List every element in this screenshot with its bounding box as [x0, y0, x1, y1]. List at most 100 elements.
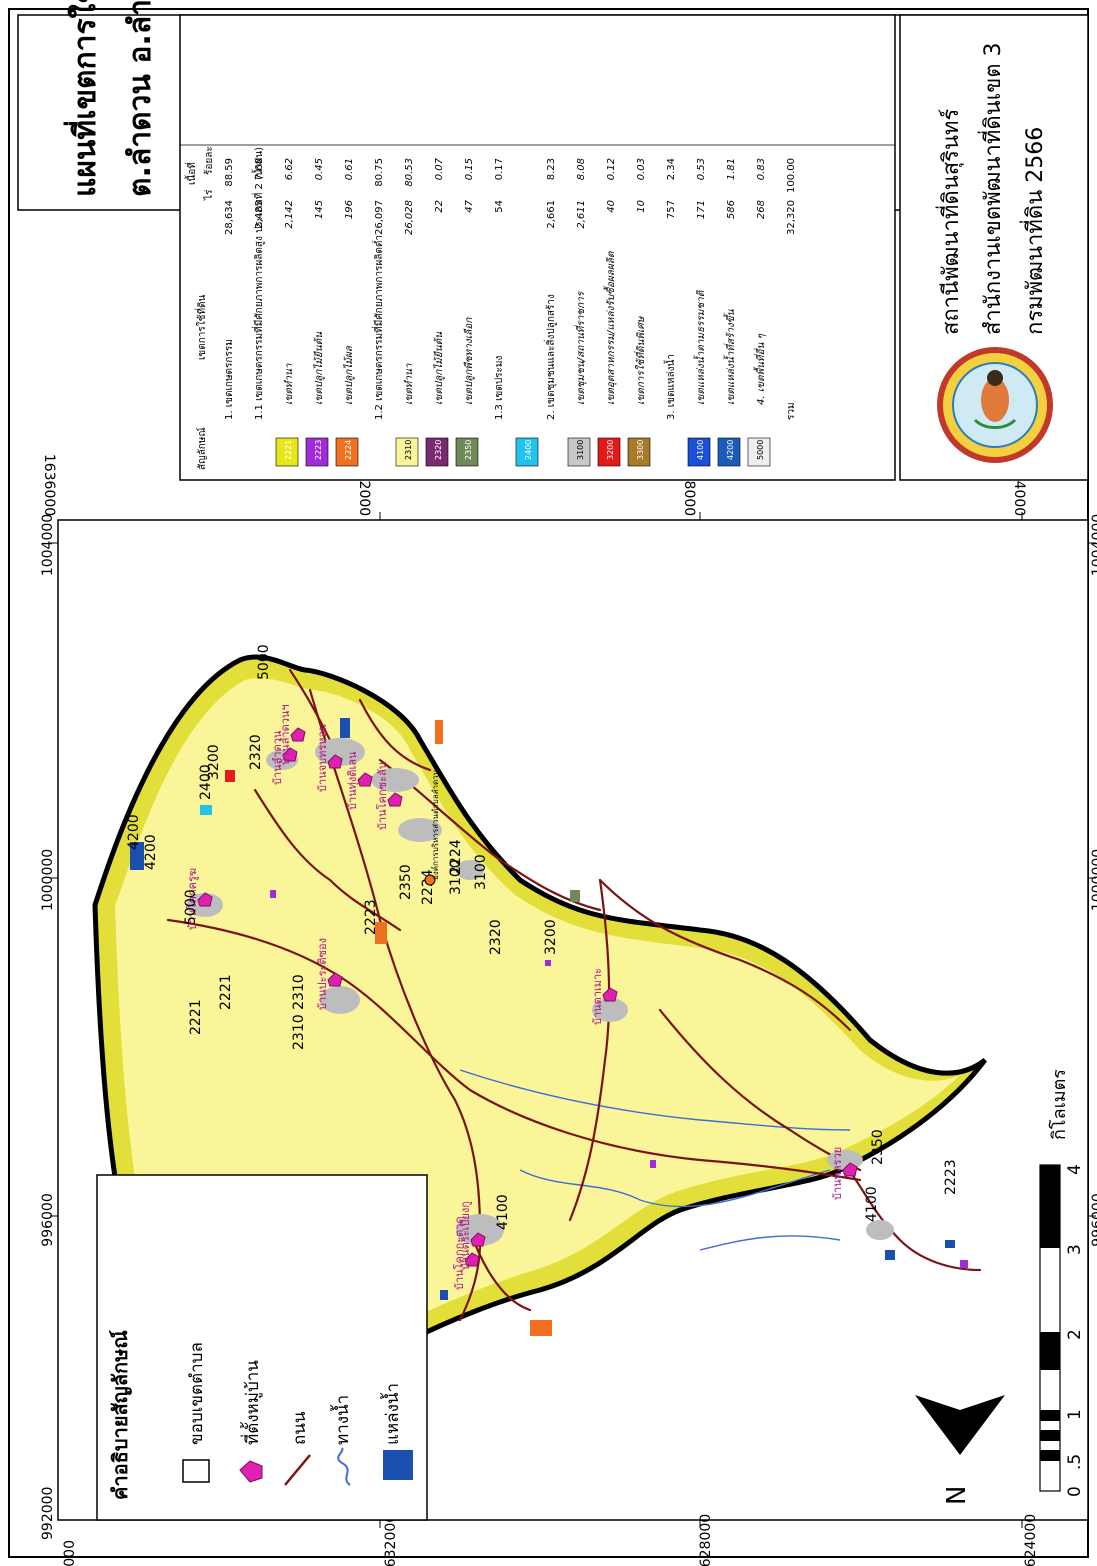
village-pin-7	[602, 987, 618, 1002]
zone-row-name-18: 4. เขตพื้นที่อื่น ๆ	[753, 333, 767, 405]
zone-swatch-code-2320: 2320	[434, 440, 443, 460]
zone-row-rai-8: 47	[464, 199, 475, 212]
village-label-0: บ้านโคกครูฆ	[185, 868, 199, 930]
zone-row-pct-3: 0.45	[314, 158, 325, 180]
zone-row-rai-9: 54	[494, 200, 505, 213]
water-bodies	[130, 718, 955, 1300]
zone-row-name-12: เขตชุมชน/สถานที่ราชการ	[573, 290, 587, 405]
zone-swatch-2320	[425, 437, 449, 467]
village-pin-1	[282, 747, 298, 762]
zone-swatch-3100	[567, 437, 591, 467]
north-label: N	[942, 1486, 972, 1505]
scale-tick-1: 1	[1065, 1409, 1085, 1420]
grid-label-n1636000-bottom: 1636000	[62, 1540, 78, 1566]
zone-row-rai-17: 586	[726, 200, 737, 219]
zone-row-rai-7: 22	[434, 200, 445, 213]
road-line-icon	[284, 1454, 311, 1486]
zone-row-pct-18: 0.83	[756, 158, 767, 180]
office-marker: องค์การบริหารส่วนตำบลลำดวน	[424, 769, 440, 886]
zone-row-name-2: เขตทำนา	[283, 363, 295, 405]
boundary-box-icon	[182, 1459, 210, 1483]
village-pin-5	[357, 772, 373, 787]
table-head-symbol: สัญลักษณ์	[196, 427, 208, 470]
map-zone-label-21: 2223	[943, 1159, 959, 1195]
zone-row-pct-7: 0.07	[434, 157, 445, 180]
village-label-4: บ้านปะระติซอง	[316, 938, 329, 1010]
map-zone-label-6: 5000	[256, 644, 272, 680]
zone-row-pct-5: 80.75	[374, 158, 385, 187]
map-zone-label-8: 2221	[218, 974, 234, 1010]
zone-row-pct-14: 0.03	[636, 158, 647, 180]
zone-row-rai-5: 26,097	[374, 200, 385, 235]
zone-row-name-15: 3. เขตแหล่งน้ำ	[663, 354, 677, 420]
map-zone-label-4: 3200	[206, 744, 222, 780]
zone-row-name-4: เขตปลูกไม้ผล	[343, 345, 355, 405]
scale-tick-0: 0	[1065, 1486, 1085, 1497]
legend-title: คำอธิบายสัญลักษณ์	[108, 1330, 132, 1500]
legend-label-waterbody: แหล่งน้ำ	[380, 1383, 403, 1445]
zone-row-name-0: 1. เขตเกษตรกรรม	[224, 339, 235, 420]
zone-row-name-5: 1.2 เขตเกษตรกรรมที่มีศักยภาพการผลิตต่ำ	[371, 235, 385, 420]
map-zone-label-16: 2320	[488, 919, 504, 955]
zone-swatch-code-4200: 4200	[726, 440, 735, 460]
zone-row-rai-6: 26,028	[404, 200, 415, 235]
grid-label-e992000-left: 992000	[40, 1487, 56, 1540]
zone-row-name-16: เขตแหล่งน้ำตามธรรมชาติ	[693, 290, 707, 405]
zone-swatch-code-5000: 5000	[756, 440, 765, 460]
village-label-5: บ้านทุ่งติเลน	[346, 751, 359, 810]
map-zone-label-9: 2310 2310	[291, 974, 307, 1050]
pentagon-pin-icon	[239, 1460, 263, 1483]
zone-row-rai-12: 2,611	[576, 200, 587, 229]
table-head-area: เนื้อที่	[184, 162, 198, 185]
zone-row-pct-8: 0.15	[464, 158, 475, 180]
waterways	[459, 1069, 851, 1251]
agency-seal	[937, 347, 1053, 463]
zone-swatch-2221	[275, 437, 299, 467]
zone-row-pct-16: 0.53	[696, 158, 707, 180]
zone-swatch-code-3100: 3100	[576, 440, 585, 460]
map-zone-label-20: 2350	[870, 1129, 886, 1165]
zone-row-rai-2: 2,142	[284, 200, 295, 229]
zone-row-rai-3: 145	[314, 200, 325, 219]
map-zone-label-15: 3100	[473, 854, 489, 890]
scale-tick-2: 2	[1065, 1329, 1085, 1340]
zone-swatch-2310	[395, 437, 419, 467]
zone-row-rai-19: 32,320	[786, 200, 797, 235]
village-pin-4	[327, 972, 343, 987]
village-label-10: บ้านตระเปียงกู	[459, 1201, 472, 1270]
scale-unit: กิโลเมตร	[1048, 1069, 1070, 1140]
zone-swatch-code-2310: 2310	[404, 440, 413, 460]
zone-row-name-11: 2. เขตชุมชนและสิ่งปลูกสร้าง	[543, 294, 557, 420]
zone-row-pct-19: 100.00	[786, 158, 797, 193]
zone-swatch-code-3300: 3300	[636, 440, 645, 460]
zone-row-rai-0: 28,634	[224, 200, 235, 235]
village-label-3: บ้านจบทรหอม	[316, 724, 329, 792]
zone-row-pct-17: 1.81	[726, 158, 737, 180]
zone-swatch-code-2221: 2221	[284, 440, 293, 460]
zone-row-name-8: เขตปลูกพืชทางเลือก	[463, 317, 475, 405]
zone-row-pct-1: 7.68	[254, 158, 265, 180]
zone-row-name-17: เขตแหล่งน้ำที่สร้างขึ้น	[723, 308, 737, 405]
village-pin-8	[842, 1162, 858, 1177]
zone-swatch-2400	[515, 437, 539, 467]
north-arrow: N	[915, 1395, 1005, 1505]
map-zone-label-3: 2400	[198, 764, 214, 800]
zone-row-pct-15: 2.34	[666, 158, 677, 180]
zone-row-pct-11: 8.23	[546, 158, 557, 180]
table-head-rai: ไร่	[203, 189, 215, 201]
zone-swatch-3200	[597, 437, 621, 467]
zone-row-name-7: เขตปลูกไม้ยืนต้น	[433, 331, 445, 405]
grid-label-e1000000-left: 1000000	[40, 849, 56, 911]
zone-table: สัญลักษณ์เขตการใช้ที่ดินเนื้อที่ไร่ร้อยล…	[179, 14, 896, 481]
scale-tick-3: 3	[1065, 1244, 1085, 1255]
village-pin-10	[470, 1232, 486, 1247]
zone-row-rai-16: 171	[696, 200, 707, 219]
zone-row-pct-0: 88.59	[224, 158, 235, 187]
village-layer: บ้านโคกครูฆบ้านลำดวนบ้านลำดวนฯบ้านจบทรหอ…	[185, 704, 858, 1290]
zone-row-name-19: รวม	[786, 402, 797, 420]
map-zone-label-17: 3200	[543, 919, 559, 955]
grid-label-e1004000-left: 1004000	[40, 514, 56, 576]
map-zone-label-1: 4200	[143, 834, 159, 870]
zone-row-name-6: เขตทำนา	[403, 363, 415, 405]
